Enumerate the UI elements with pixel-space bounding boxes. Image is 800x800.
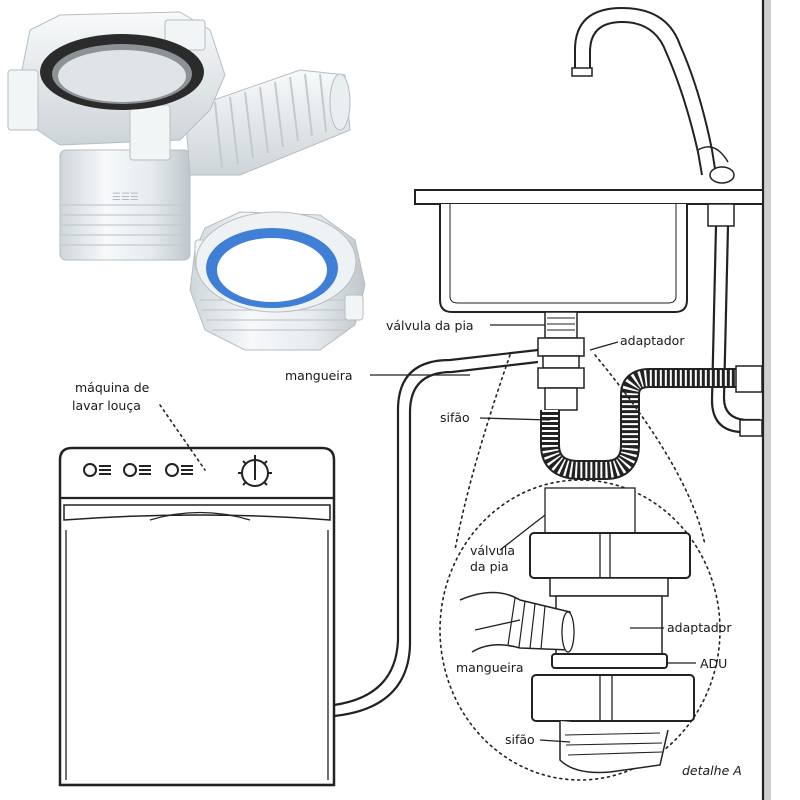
label-sink-valve: válvula da pia: [386, 318, 474, 333]
product-photo: ☰☰☰: [7, 11, 366, 351]
drain-assembly: [537, 311, 763, 480]
label-detail-valve-line2: da pia: [470, 559, 509, 574]
label-detail-adu: ADU: [700, 656, 727, 671]
label-detail-trap: sifão: [505, 732, 535, 747]
leader-lines: [159, 324, 696, 743]
svg-text:☰☰☰: ☰☰☰: [112, 192, 139, 203]
label-detail-caption: detalhe A: [682, 763, 742, 778]
label-dishwasher-line1: máquina de: [75, 380, 150, 395]
label-detail-adapter: adaptador: [667, 620, 732, 635]
detail-a: [439, 354, 721, 781]
label-detail-valve-line1: válvula: [470, 543, 515, 558]
faucet: [571, 6, 735, 184]
label-detail-hose: mangueira: [456, 660, 524, 675]
wall: [761, 0, 771, 800]
sink: [414, 189, 764, 437]
label-hose: mangueira: [285, 368, 353, 383]
label-dishwasher-line2: lavar louça: [72, 398, 141, 413]
detail-drawing: [459, 487, 695, 774]
dishwasher: [58, 446, 336, 787]
program-buttons: [83, 463, 193, 477]
labels: máquina de lavar louça válvula da pia ad…: [72, 318, 742, 778]
label-trap: sifão: [440, 410, 470, 425]
label-adapter: adaptador: [620, 333, 685, 348]
nut-part-image: [189, 211, 366, 351]
adapter-part-image: ☰☰☰: [7, 11, 351, 261]
timer-dial-icon: [238, 455, 272, 487]
